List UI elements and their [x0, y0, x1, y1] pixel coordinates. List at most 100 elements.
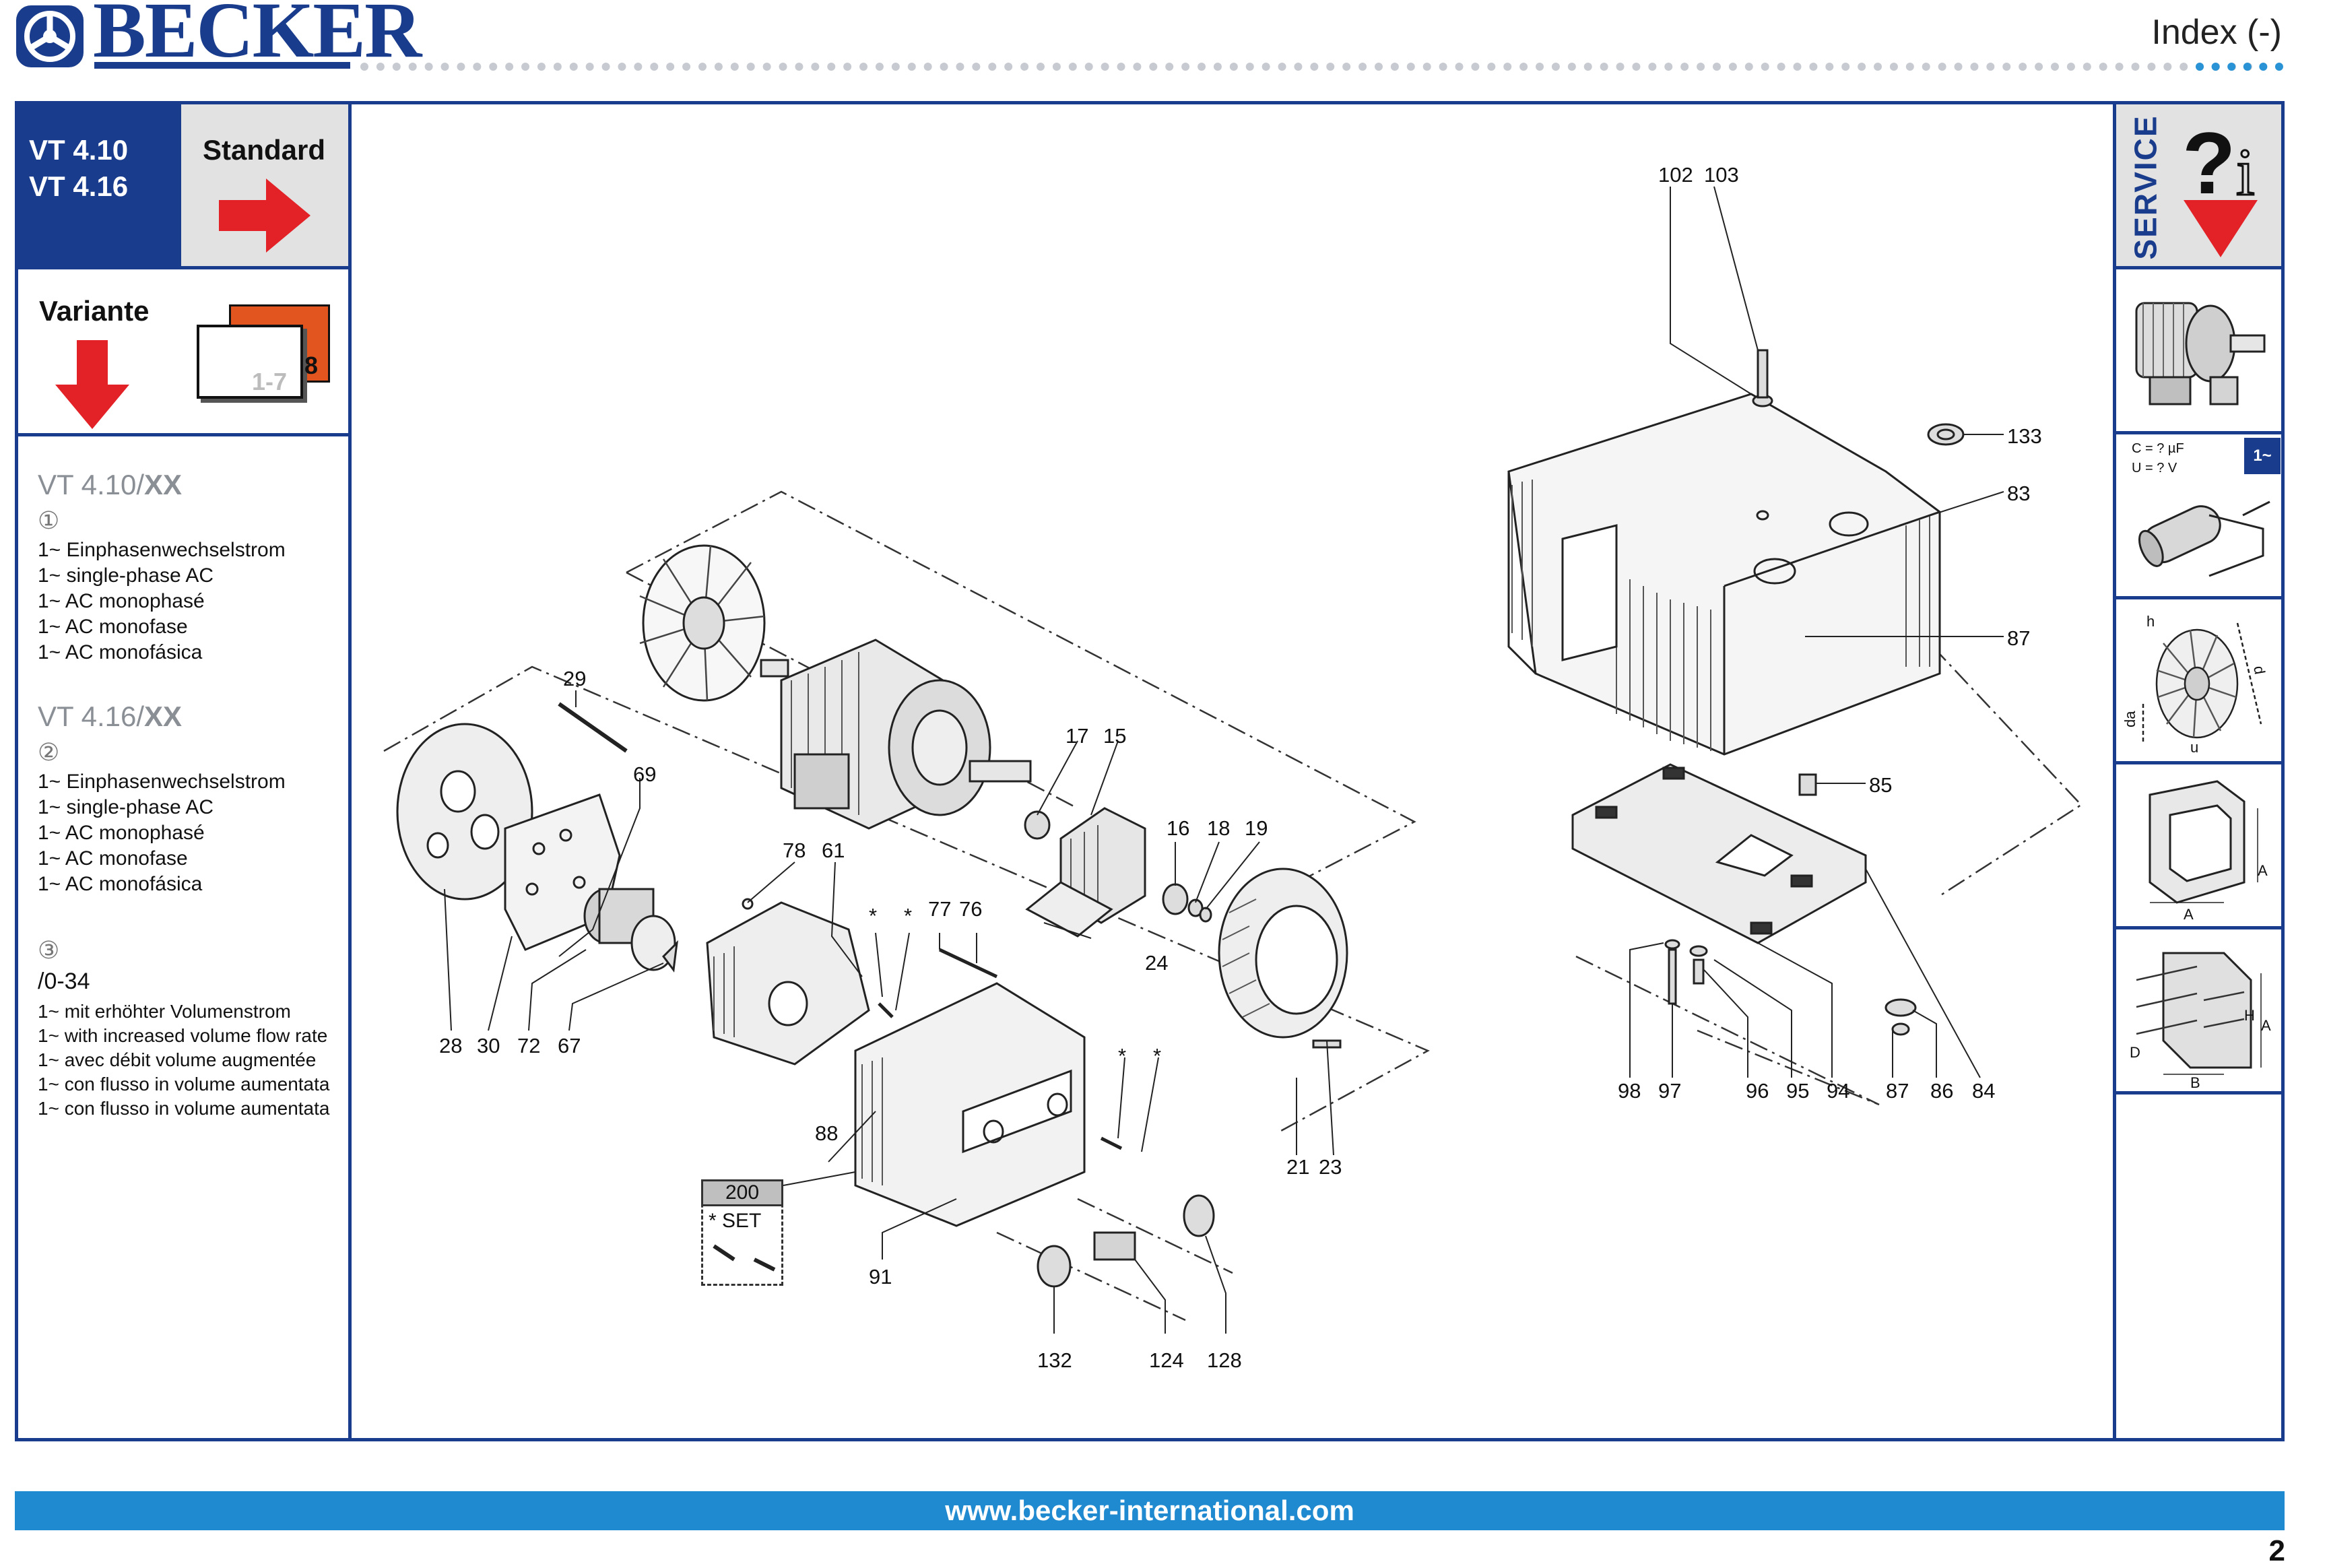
part-label-21[interactable]: 21 [1286, 1155, 1310, 1179]
part-label-72[interactable]: 72 [517, 1034, 541, 1057]
part-label-133[interactable]: 133 [2007, 424, 2042, 448]
divider [2116, 761, 2281, 764]
filter-72 [583, 888, 676, 971]
part-label-91[interactable]: 91 [869, 1265, 892, 1288]
part-label-16[interactable]: 16 [1167, 816, 1190, 840]
part-label-87[interactable]: 87 [2007, 626, 2031, 650]
variante-card-front [197, 325, 303, 399]
set-number: 200 [701, 1179, 783, 1206]
washer-87 [1891, 1022, 1910, 1036]
question-info-icon: ? i [2182, 114, 2258, 257]
footer-website-link[interactable]: www.becker-international.com [15, 1491, 2285, 1530]
becker-logo-emblem [16, 5, 84, 67]
motor-thumbnail[interactable] [2123, 276, 2274, 424]
standard-label: Standard [203, 134, 326, 166]
part-label-23[interactable]: 23 [1319, 1155, 1342, 1179]
service-label: SERVICE [2128, 115, 2163, 260]
valve-124 [1093, 1231, 1136, 1261]
divider [2116, 1091, 2281, 1095]
washer-86 [1884, 998, 1917, 1017]
divider [2116, 431, 2281, 434]
variant-3-number: ③ [38, 936, 60, 964]
fan-dim-u: u [2190, 739, 2198, 756]
part-label-94[interactable]: 94 [1827, 1079, 1850, 1103]
part-label-83[interactable]: 83 [2007, 482, 2031, 505]
part-label-61[interactable]: 61 [822, 839, 845, 862]
part-label-18[interactable]: 18 [1207, 816, 1231, 840]
fan-dim-da: da [2123, 711, 2138, 727]
part-label-124[interactable]: 124 [1149, 1348, 1184, 1372]
part-label-84[interactable]: 84 [1972, 1079, 1996, 1103]
capacitor-value-u: U = ? V [2132, 461, 2177, 476]
part-label-28[interactable]: 28 [439, 1034, 463, 1057]
part-label-128[interactable]: 128 [1207, 1348, 1242, 1372]
part-label-85[interactable]: 85 [1869, 773, 1893, 797]
service-button[interactable]: SERVICE ? i [2116, 104, 2281, 266]
capacitor-value-c: C = ? µF [2132, 441, 2184, 456]
pump-housing-83 [1507, 393, 1941, 756]
variant-2-title: VT 4.16/XX [38, 700, 183, 732]
part-label-98[interactable]: 98 [1618, 1079, 1641, 1103]
variante-label: Variante [39, 295, 150, 327]
part-label-77[interactable]: 77 [928, 897, 952, 921]
divider [2116, 926, 2281, 929]
part-label-69[interactable]: 69 [633, 762, 657, 786]
part-label-102[interactable]: 102 [1658, 163, 1693, 187]
variant-1-title: VT 4.10/XX [38, 469, 183, 500]
part-label-17[interactable]: 17 [1066, 724, 1089, 748]
part-label-67[interactable]: 67 [558, 1034, 581, 1057]
part-label-78[interactable]: 78 [783, 839, 806, 862]
terminal-dim-b: B [2190, 1074, 2200, 1088]
variant-3-code: /0-34 [38, 969, 90, 994]
part-label-96[interactable]: 96 [1746, 1079, 1769, 1103]
part-label-30[interactable]: 30 [477, 1034, 500, 1057]
terminal-board-thumbnail[interactable]: D B H A [2123, 933, 2274, 1088]
capacitor-thumbnail[interactable] [2128, 475, 2276, 589]
becker-logo-text: BECKER [93, 0, 422, 74]
model-box: VT 4.10 VT 4.16 [18, 104, 181, 266]
flange-gasket-thumbnail[interactable]: A A [2123, 768, 2274, 923]
part-67 [662, 940, 679, 973]
page-number: 2 [2268, 1534, 2285, 1567]
part-label-87-lower[interactable]: 87 [1886, 1079, 1909, 1103]
terminal-dim-h: H [2244, 1007, 2255, 1024]
model-vt-4-10: VT 4.10 [29, 134, 129, 166]
divider [18, 433, 348, 436]
flange-dim-a-bottom: A [2184, 906, 2194, 923]
screw-77 [938, 948, 998, 979]
plate-28 [396, 723, 533, 901]
variant-2-number: ② [38, 738, 60, 766]
terminal-dim-d: D [2130, 1044, 2140, 1061]
housing-61 [706, 901, 870, 1066]
screw-star [878, 1002, 894, 1018]
fan-wheel-thumbnail[interactable]: h da d u [2123, 603, 2274, 758]
variant-1-desc: 1~ Einphasenwechselstrom 1~ single-phase… [38, 539, 286, 663]
part-label-88[interactable]: 88 [815, 1121, 839, 1145]
part-label-97[interactable]: 97 [1658, 1079, 1682, 1103]
fan-wheel [639, 544, 766, 702]
fan-dim-d: d [2250, 665, 2268, 676]
cover-88 [854, 982, 1086, 1227]
part-label-76[interactable]: 76 [959, 897, 983, 921]
flange-dim-a-side: A [2258, 862, 2268, 879]
motor-assembly [760, 639, 1032, 830]
part-label-103[interactable]: 103 [1704, 163, 1739, 187]
svg-text:i: i [2236, 135, 2255, 209]
divider [18, 266, 348, 269]
index-link[interactable]: Index (-) [2151, 13, 2282, 52]
part-label-29[interactable]: 29 [563, 667, 587, 690]
standard-button[interactable]: Standard [181, 104, 348, 266]
part-label-132[interactable]: 132 [1037, 1348, 1072, 1372]
part-label-15[interactable]: 15 [1103, 724, 1127, 748]
part-label-19[interactable]: 19 [1245, 816, 1268, 840]
part-label-86[interactable]: 86 [1930, 1079, 1954, 1103]
cylinder-21 [1218, 868, 1348, 1039]
part-label-95[interactable]: 95 [1786, 1079, 1810, 1103]
header-dotted-rule-accent [2196, 63, 2283, 71]
variant-2-desc: 1~ Einphasenwechselstrom 1~ single-phase… [38, 771, 286, 895]
part-label-24[interactable]: 24 [1145, 951, 1169, 975]
header-dotted-rule [360, 63, 2253, 71]
tie-rod-29 [558, 702, 628, 753]
variante-card-button[interactable]: 1-7 8 [197, 304, 331, 399]
set-screw-icon [713, 1244, 776, 1272]
